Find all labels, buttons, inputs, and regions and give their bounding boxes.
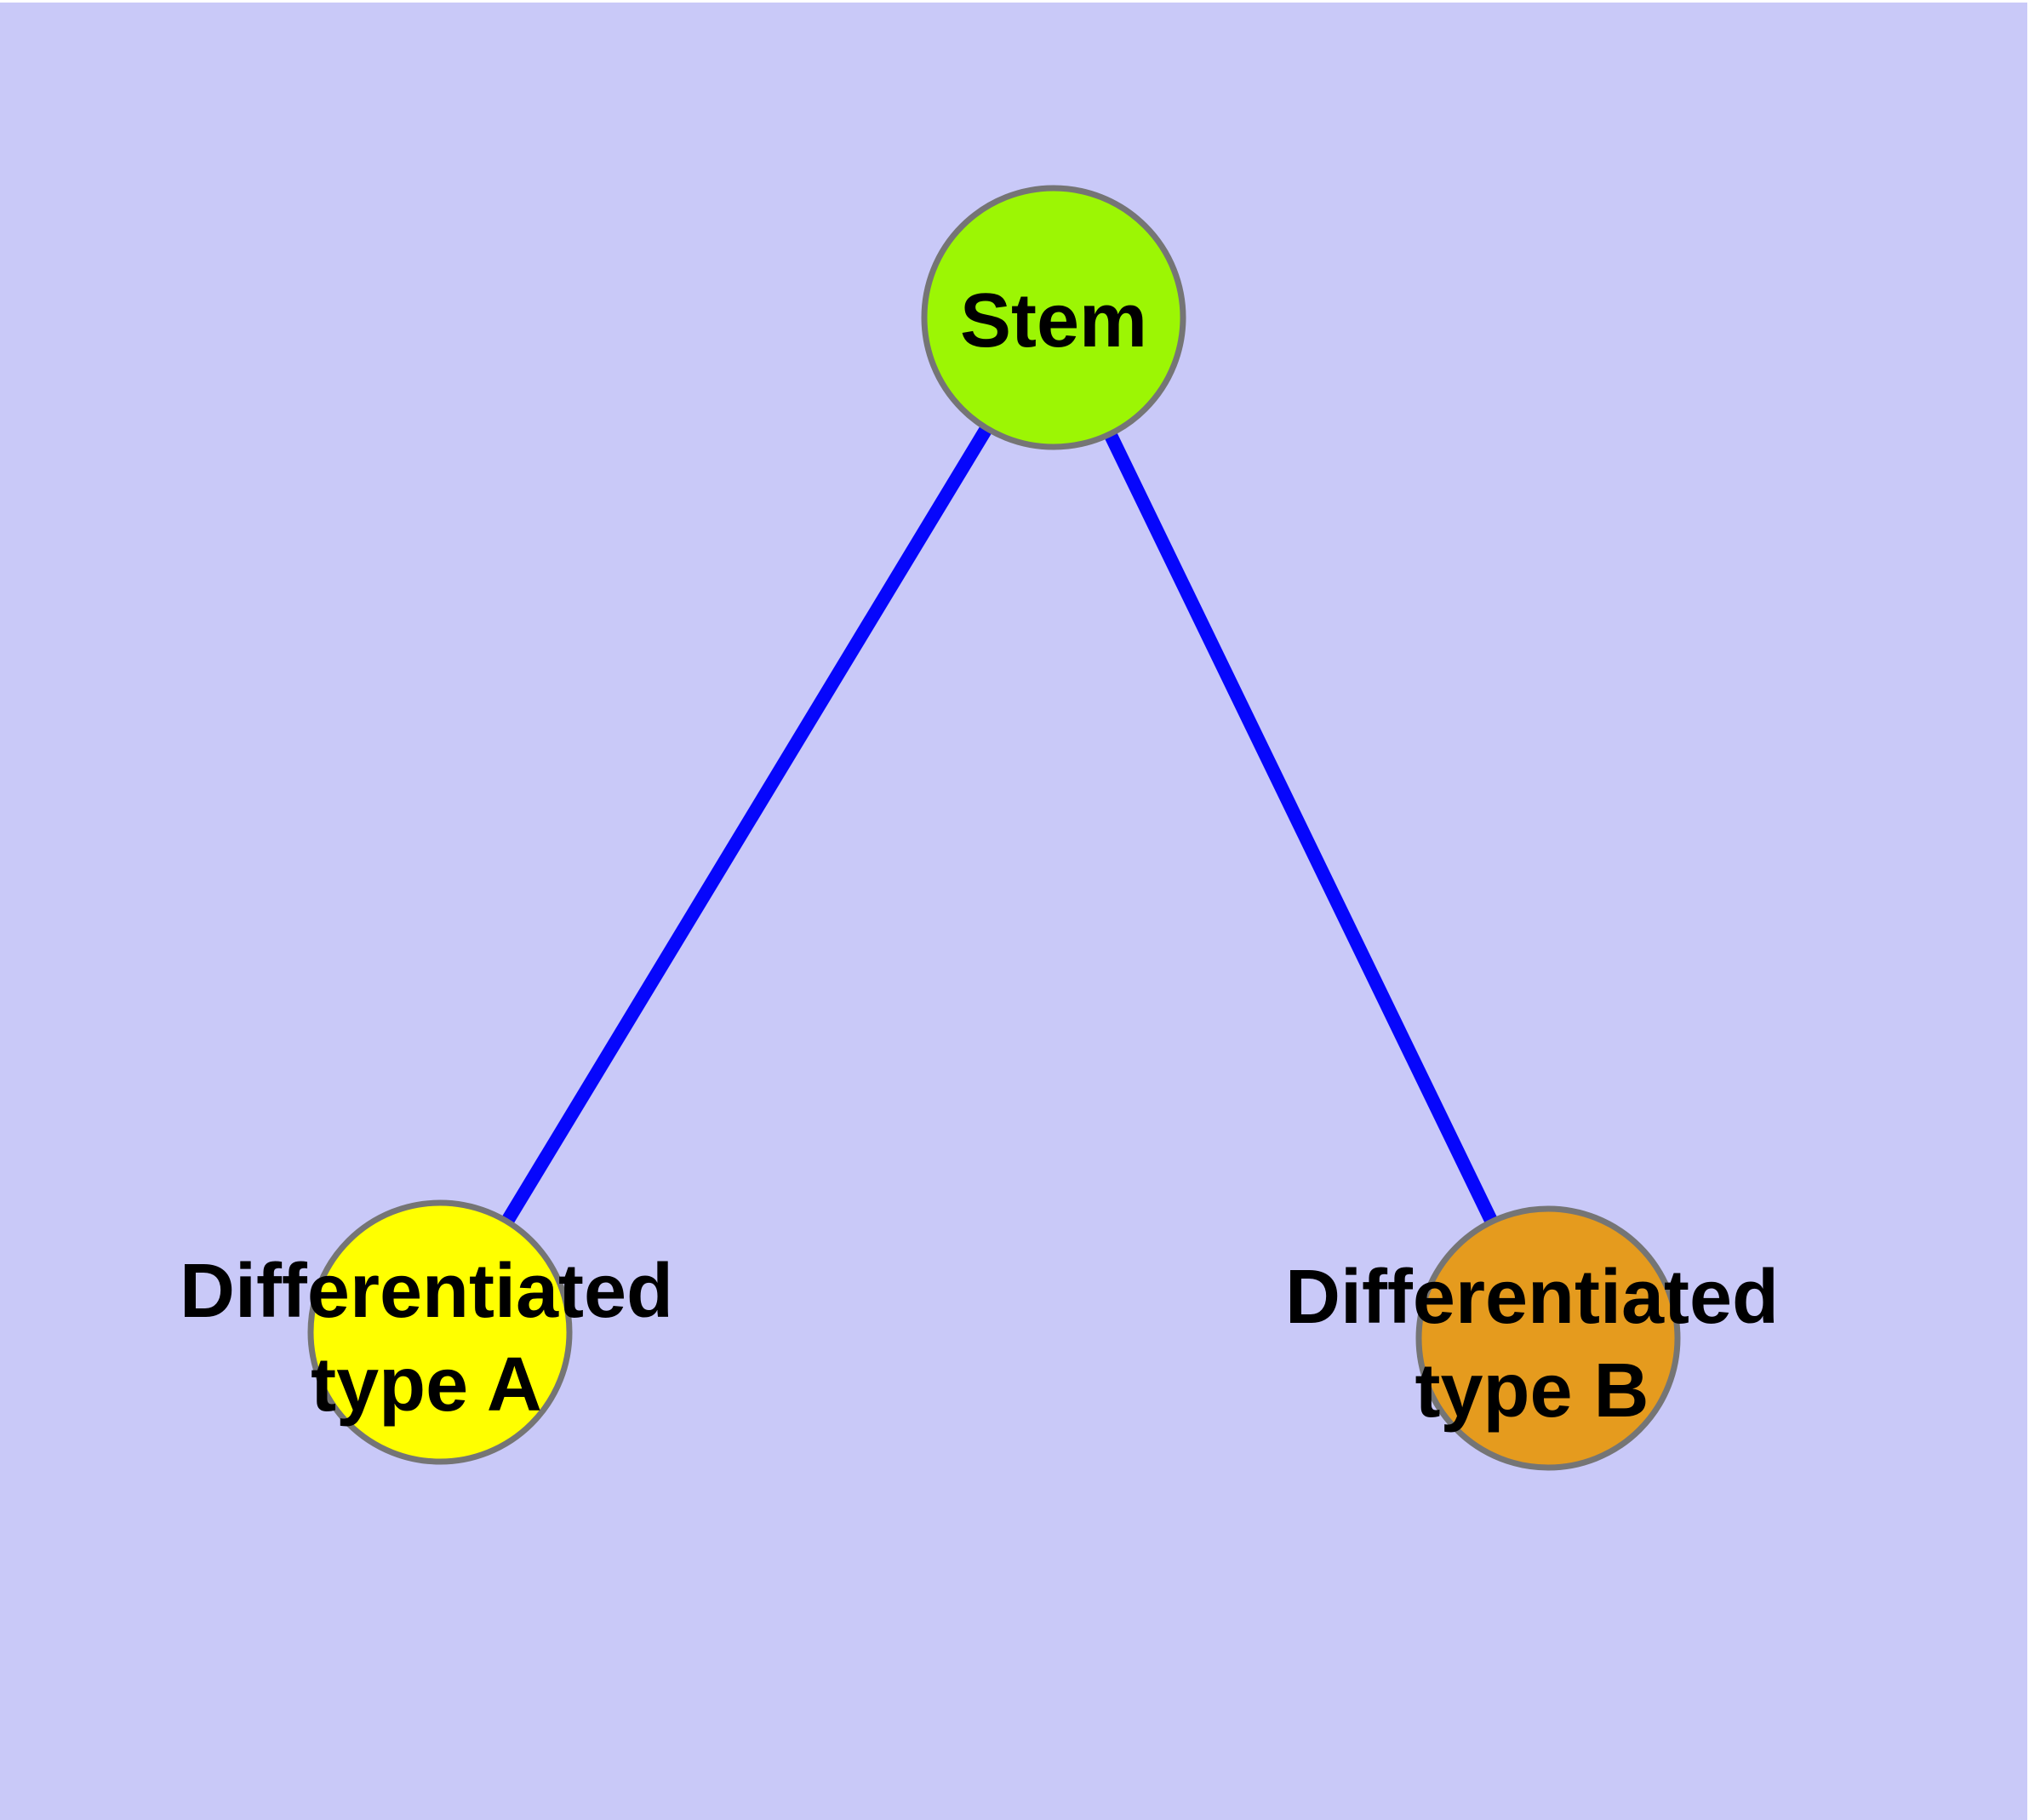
nodes-layer [307,185,1681,1471]
node-diff-a [307,1199,573,1465]
node-label-diff-a-line1: Differentiated [180,1249,673,1334]
node-diff-b [1415,1205,1681,1471]
node-stem [921,185,1186,450]
edge-stem-diff-b [1047,314,1555,1342]
edge-stem-diff-a [434,313,1060,1336]
edges-layer [434,313,1555,1342]
node-label-diff-b-line2: type B [1415,1348,1649,1434]
node-label-diff-a-line2: type A [311,1342,542,1428]
node-label-stem-line1: Stem [960,278,1147,363]
node-label-diff-b-line1: Differentiated [1285,1255,1779,1340]
